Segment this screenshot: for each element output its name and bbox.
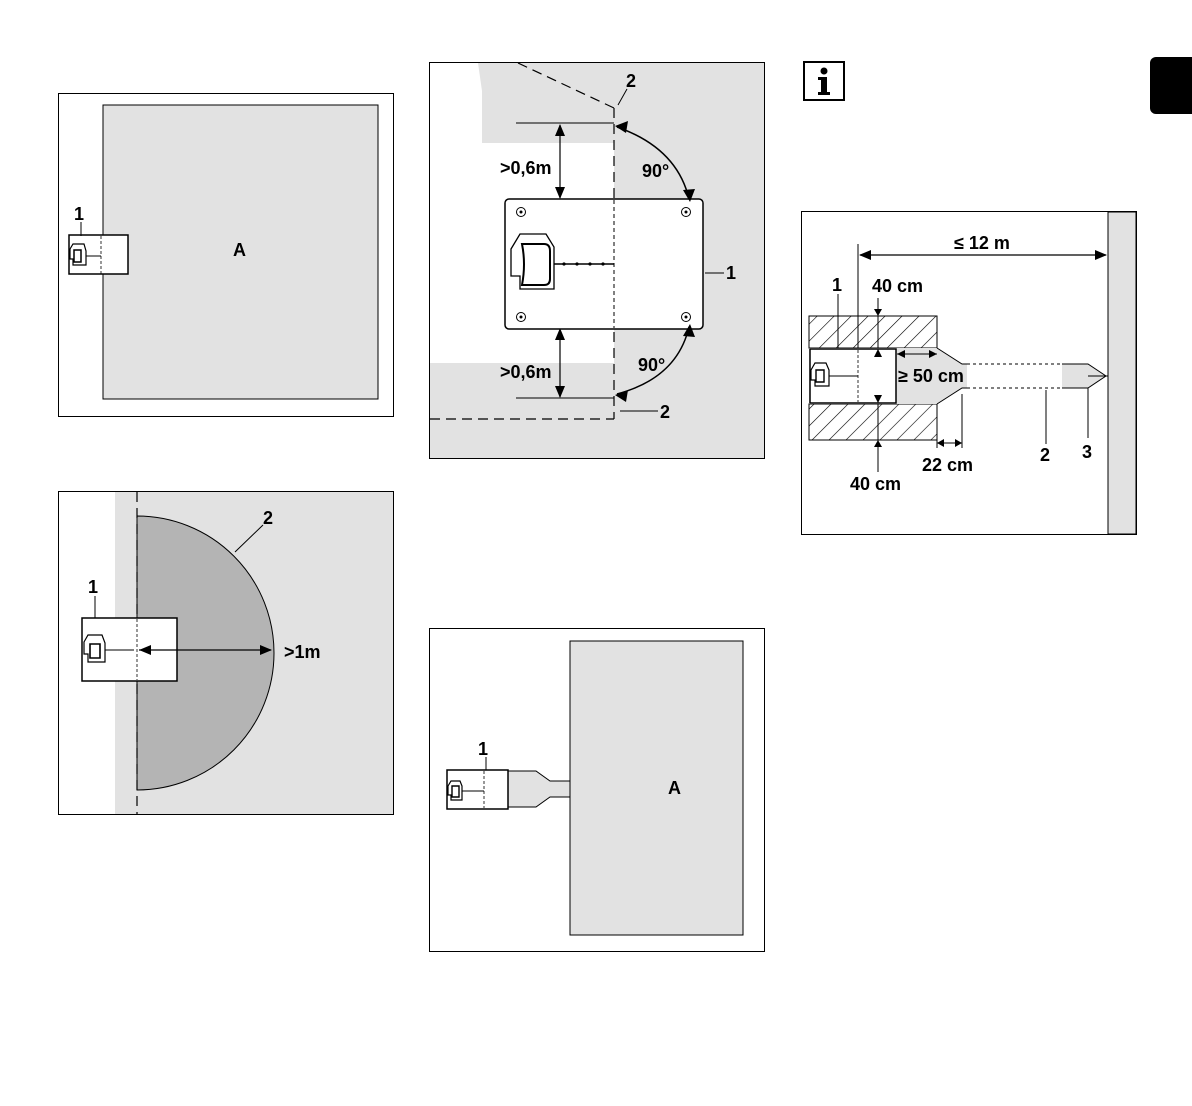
item-1-label: 1 <box>832 275 842 295</box>
figure-clearance-radius: 1 2 >1m <box>58 491 394 815</box>
max-length-label: ≤ 12 m <box>954 233 1010 253</box>
area-a-label: A <box>668 778 681 798</box>
figure-corridor-to-area: 1 A <box>429 628 765 952</box>
area-a-label: A <box>233 240 246 260</box>
bottom-angle-label: 90° <box>638 355 665 375</box>
docking-station <box>505 199 703 329</box>
clearance-bottom-label: 40 cm <box>850 474 901 494</box>
top-angle-label: 90° <box>642 161 669 181</box>
item-1-label: 1 <box>726 263 736 283</box>
figure-station-clearance: >0,6m >0,6m 90° 90° 2 2 1 <box>429 62 765 459</box>
item-2-label: 2 <box>263 508 273 528</box>
docking-station <box>447 770 508 809</box>
min-width-label: ≥ 50 cm <box>898 366 964 386</box>
section-tab <box>1150 57 1192 114</box>
figure-lawn-area: 1 A <box>58 93 394 417</box>
figure-guide-wire-corridor: ≤ 12 m 1 40 cm 40 cm ≥ 50 cm 22 cm 2 3 <box>801 211 1137 535</box>
item-1-label: 1 <box>74 204 84 224</box>
item-1-label: 1 <box>478 739 488 759</box>
info-icon <box>803 61 845 101</box>
item-2-label: 2 <box>1040 445 1050 465</box>
item-3-label: 3 <box>1082 442 1092 462</box>
docking-station <box>810 349 896 403</box>
width-22-label: 22 cm <box>922 455 973 475</box>
item-2-top-label: 2 <box>626 71 636 91</box>
item-2-bottom-label: 2 <box>660 402 670 422</box>
top-distance-label: >0,6m <box>500 158 552 178</box>
bottom-distance-label: >0,6m <box>500 362 552 382</box>
distance-label: >1m <box>284 642 321 662</box>
clearance-top-label: 40 cm <box>872 276 923 296</box>
item-1-label: 1 <box>88 577 98 597</box>
docking-station <box>69 235 128 274</box>
